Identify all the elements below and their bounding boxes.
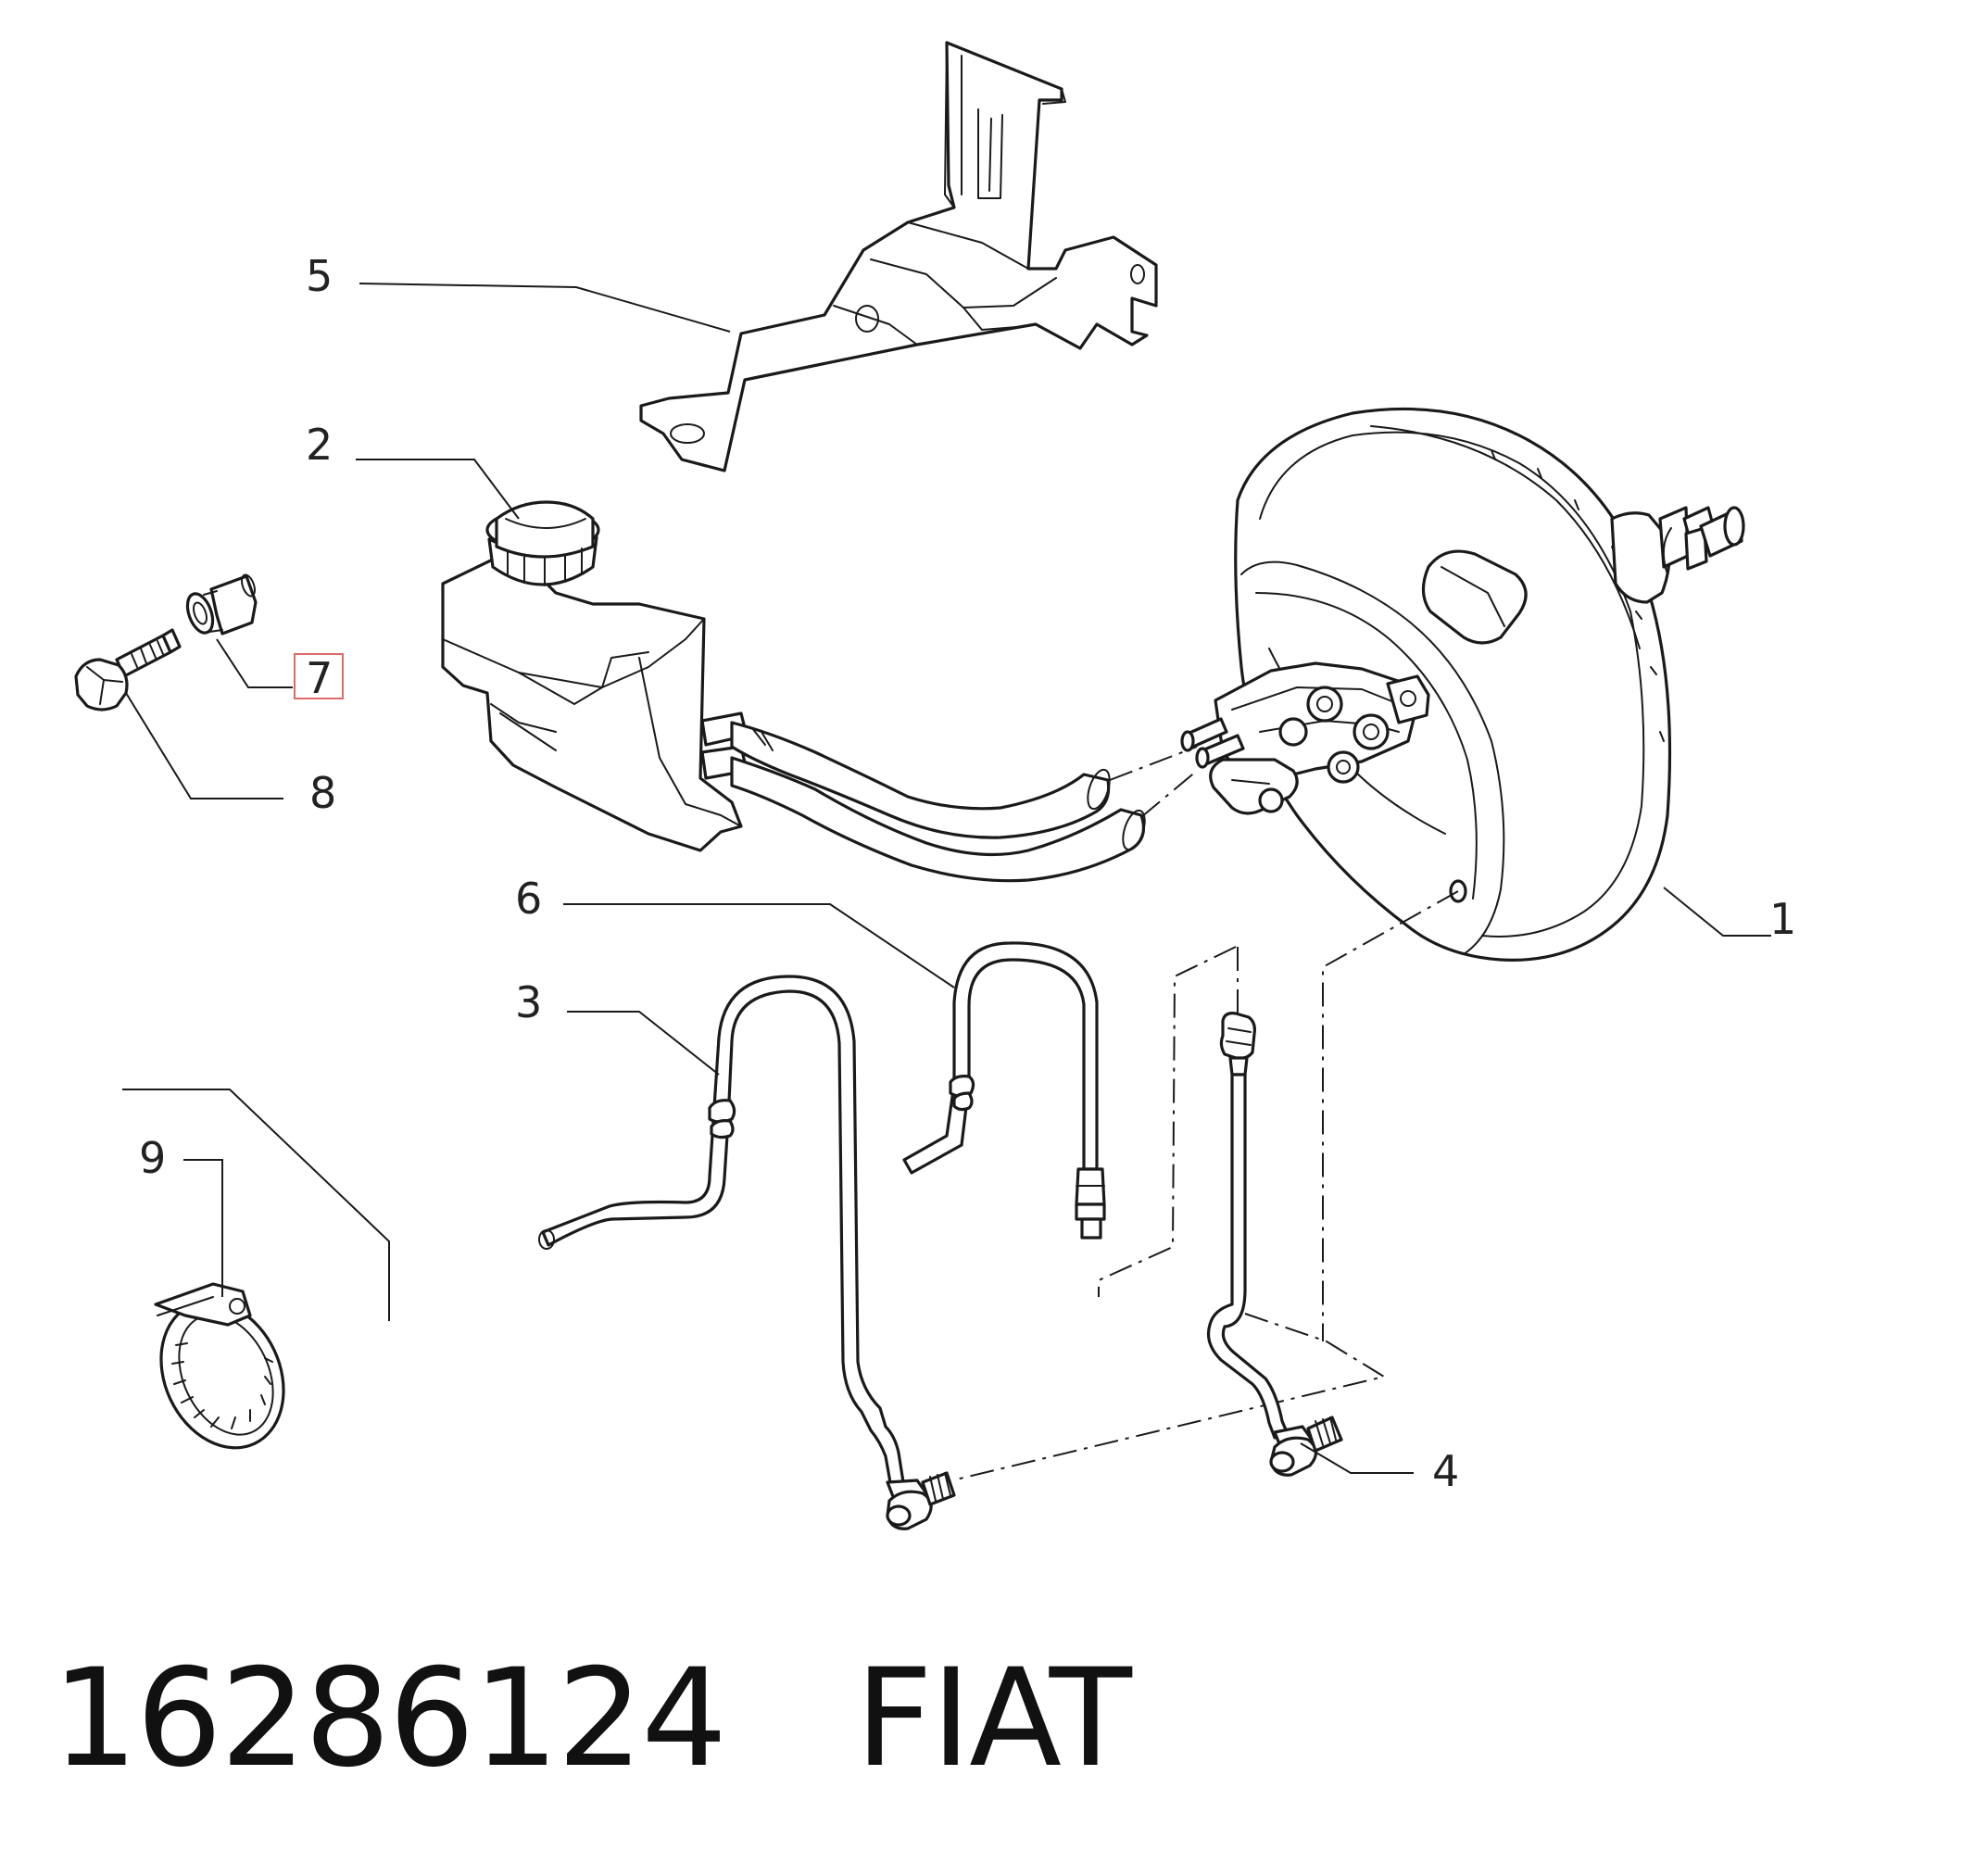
assembly-lines [951, 890, 1459, 1481]
callout-4: 4 [1432, 1446, 1459, 1496]
hose-clamp-part [154, 1282, 285, 1450]
callout-labels: 1 2 3 4 5 6 7 8 9 [139, 251, 1796, 1496]
bushing-part [185, 573, 258, 636]
callout-3: 3 [515, 977, 542, 1027]
callout-7-highlight [294, 653, 344, 699]
callout-2: 2 [306, 420, 333, 470]
part-number-caption: 16286124 FIAT [52, 1640, 1132, 1797]
brake-booster-part [1180, 407, 1745, 962]
callout-5: 5 [306, 251, 333, 301]
callout-8: 8 [309, 768, 336, 818]
brake-pipe-4-part [1206, 1012, 1343, 1477]
callout-7: 7 [306, 653, 333, 703]
part-number: 16286124 [52, 1640, 727, 1797]
bolt-part [74, 628, 182, 711]
callout-9: 9 [139, 1133, 166, 1183]
callout-6: 6 [515, 874, 542, 924]
supply-hoses [730, 721, 1198, 883]
brand-name: FIAT [855, 1640, 1132, 1797]
fluid-reservoir-part [441, 500, 749, 852]
leader-lines [122, 283, 1771, 1474]
bracket-part [639, 41, 1158, 472]
brake-pipe-3-part [538, 975, 956, 1530]
brake-pipe-6-part [902, 941, 1106, 1240]
callout-1: 1 [1769, 894, 1796, 944]
